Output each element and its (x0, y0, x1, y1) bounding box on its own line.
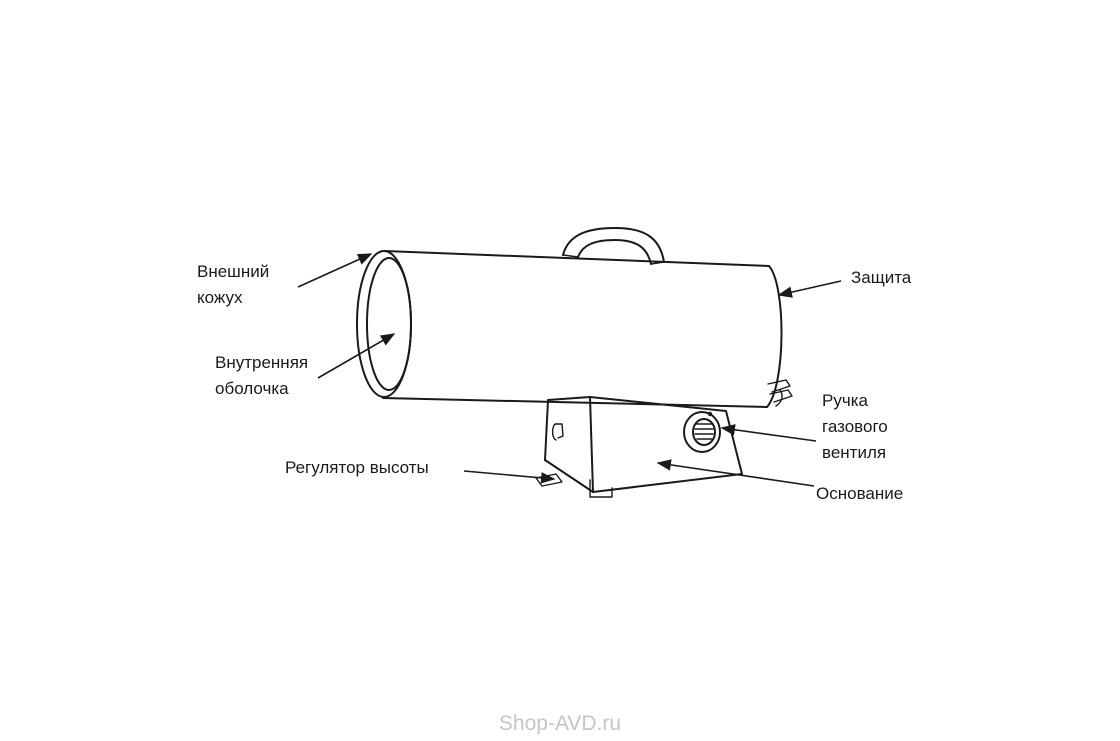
outer-casing (382, 250, 783, 408)
guard (767, 379, 793, 407)
label-gas-valve-knob-1: Ручка (822, 391, 869, 410)
arrow-outer-casing (297, 253, 373, 288)
label-outer-casing-2: кожух (197, 288, 243, 307)
arrow-height-adjuster (463, 470, 556, 484)
label-gas-valve-knob-3: вентиля (822, 443, 886, 462)
label-inner-shell-2: оболочка (215, 379, 289, 398)
label-base: Основание (816, 484, 903, 503)
label-outer-casing-1: Внешний (197, 262, 269, 281)
label-height-adjuster: Регулятор высоты (285, 458, 429, 477)
callout-labels: Внешний кожух Внутренняя оболочка Защита… (197, 262, 912, 503)
label-inner-shell-1: Внутренняя (215, 353, 308, 372)
pointer-arrows (297, 253, 842, 487)
label-gas-valve-knob-2: газового (822, 417, 888, 436)
arrow-guard (777, 280, 842, 298)
arrow-gas-valve-knob (720, 424, 817, 442)
arrow-inner-shell (317, 333, 396, 379)
heater-illustration (356, 227, 793, 498)
label-guard: Защита (851, 268, 912, 287)
inner-shell (356, 250, 412, 398)
watermark: Shop-AVD.ru (499, 712, 621, 735)
arrow-base (656, 459, 815, 487)
base (535, 396, 743, 498)
gas-valve-knob (683, 411, 721, 453)
